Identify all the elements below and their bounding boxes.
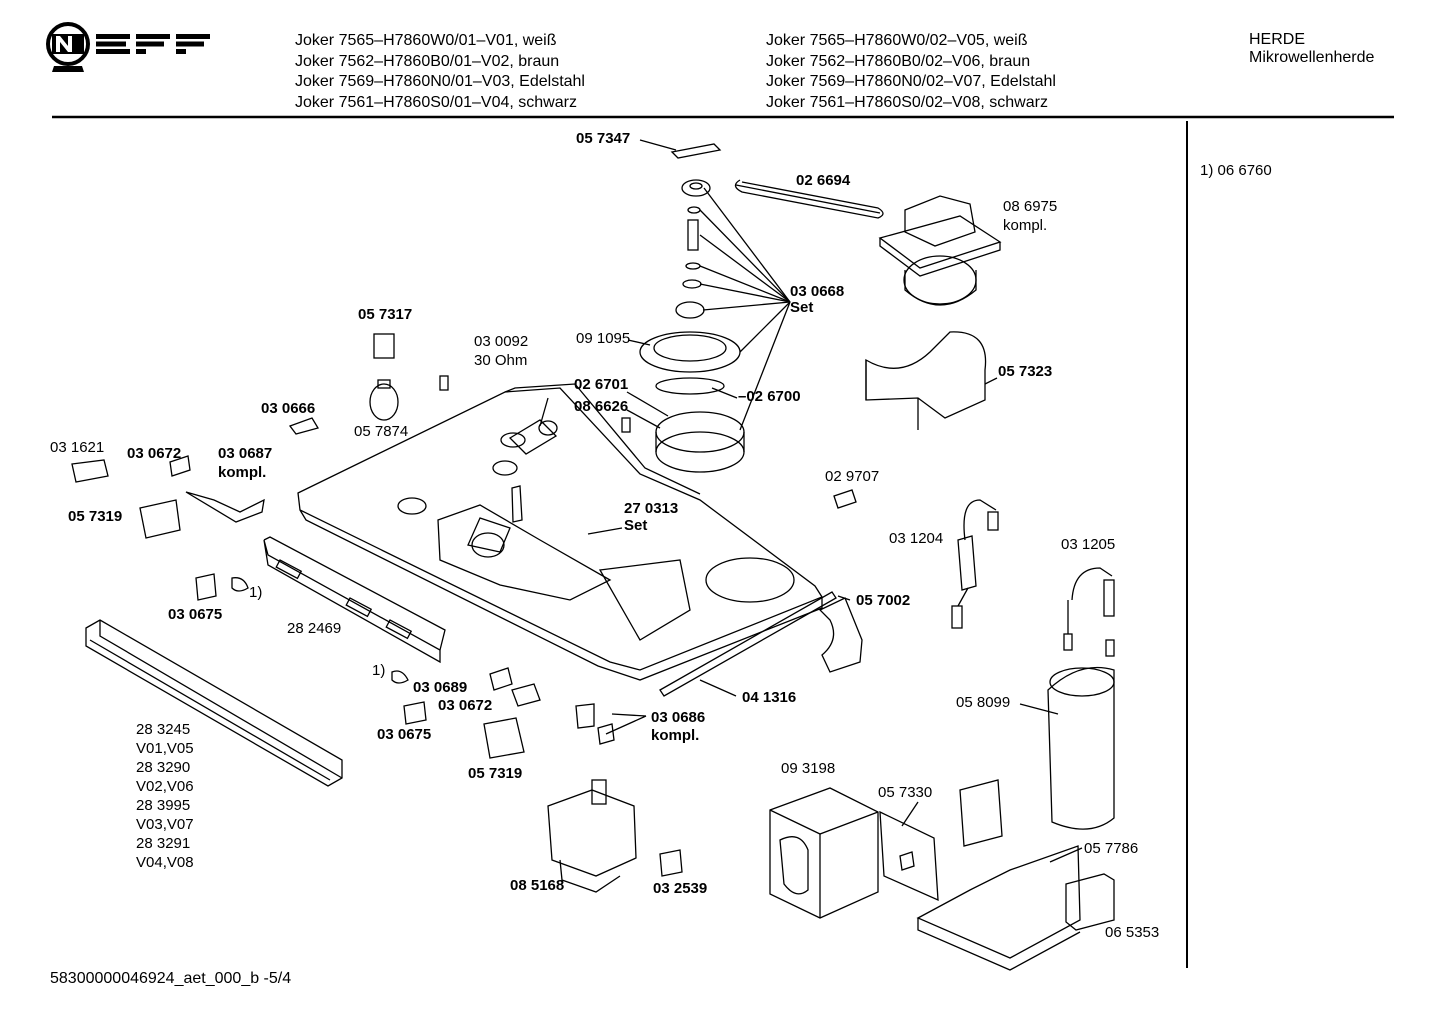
part-label: 09 1095: [576, 330, 631, 347]
footnote-marker: 1): [249, 584, 263, 601]
variant-line: V03,V07: [136, 816, 194, 833]
part-label: 03 0686: [651, 709, 706, 726]
model-line: Joker 7562–H7860B0/01–V02, braun: [295, 52, 560, 70]
variant-line: 28 3290: [136, 759, 191, 776]
part-label: 08 5168: [510, 877, 565, 894]
part-label: 05 7874: [354, 423, 409, 440]
model-list-right: Joker 7565–H7860W0/02–V05, weiß Joker 75…: [766, 31, 1056, 113]
neff-logo: [46, 22, 210, 72]
part-label: kompl.: [1003, 217, 1048, 234]
variant-line: V01,V05: [136, 740, 194, 757]
part-label: 05 7323: [998, 363, 1053, 380]
part-label: 05 7317: [358, 306, 413, 323]
footnote-marker: 1): [372, 662, 386, 679]
part-label: 03 0092: [474, 333, 529, 350]
part-label: Set: [790, 299, 814, 316]
part-label: 30 Ohm: [474, 352, 528, 369]
part-label: 08 6975: [1003, 198, 1058, 215]
part-label: 03 0675: [377, 726, 432, 743]
variant-line: V04,V08: [136, 854, 194, 871]
part-label: 08 6626: [574, 398, 629, 415]
part-label: 05 8099: [956, 694, 1011, 711]
part-label: 03 0672: [127, 445, 182, 462]
document-id: 58300000046924_aet_000_b -5/4: [50, 970, 292, 987]
part-label: 03 0672: [438, 697, 493, 714]
variant-line: 28 3291: [136, 835, 191, 852]
part-label: 03 0689: [413, 679, 468, 696]
part-label: 05 7319: [468, 765, 523, 782]
part-label: 03 2539: [653, 880, 708, 897]
variant-line: 28 3245: [136, 721, 191, 738]
part-label: Set: [624, 517, 648, 534]
part-label: 27 0313: [624, 500, 679, 517]
part-label: 05 7330: [878, 784, 933, 801]
model-line: Joker 7561–H7860S0/02–V08, schwarz: [766, 93, 1048, 111]
part-label: 06 5353: [1105, 924, 1160, 941]
part-label: 02 6694: [796, 172, 851, 189]
model-line: Joker 7569–H7860N0/02–V07, Edelstahl: [766, 73, 1056, 90]
model-line: Joker 7569–H7860N0/01–V03, Edelstahl: [295, 73, 585, 90]
part-label: 02 6701: [574, 376, 629, 393]
part-label: 05 7347: [576, 130, 631, 147]
part-label: kompl.: [651, 727, 700, 744]
part-label: 09 3198: [781, 760, 836, 777]
part-label: 05 7319: [68, 508, 123, 525]
part-label: 03 1205: [1061, 536, 1116, 553]
part-label: 05 7786: [1084, 840, 1139, 857]
part-label: kompl.: [218, 464, 267, 481]
model-list-left: Joker 7565–H7860W0/01–V01, weiß Joker 75…: [295, 31, 585, 113]
part-label: 03 0687: [218, 445, 273, 462]
part-label: 03 0675: [168, 606, 223, 623]
category-block: HERDE Mikrowellenherde: [1249, 31, 1374, 67]
part-label: 02 9707: [825, 468, 880, 485]
part-label: 28 2469: [287, 620, 342, 637]
part-label: 04 1316: [742, 689, 797, 706]
variant-line: V02,V06: [136, 778, 194, 795]
part-label: 03 1621: [50, 439, 105, 456]
part-label: 03 1204: [889, 530, 944, 547]
model-line: Joker 7562–H7860B0/02–V06, braun: [766, 52, 1031, 70]
model-line: Joker 7565–H7860W0/01–V01, weiß: [295, 32, 557, 49]
model-line: Joker 7561–H7860S0/01–V04, schwarz: [295, 93, 577, 111]
part-label: 03 0668: [790, 283, 845, 300]
category-title: HERDE: [1249, 31, 1306, 48]
category-subtitle: Mikrowellenherde: [1249, 49, 1375, 66]
part-label: 03 0666: [261, 400, 316, 417]
variant-list: 28 3245 V01,V05 28 3290 V02,V06 28 3995 …: [136, 720, 194, 872]
model-line: Joker 7565–H7860W0/02–V05, weiß: [766, 32, 1028, 49]
part-label: 05 7002: [856, 592, 911, 609]
part-label: –02 6700: [738, 388, 801, 405]
variant-line: 28 3995: [136, 797, 191, 814]
footnote: 1) 06 6760: [1200, 162, 1272, 179]
